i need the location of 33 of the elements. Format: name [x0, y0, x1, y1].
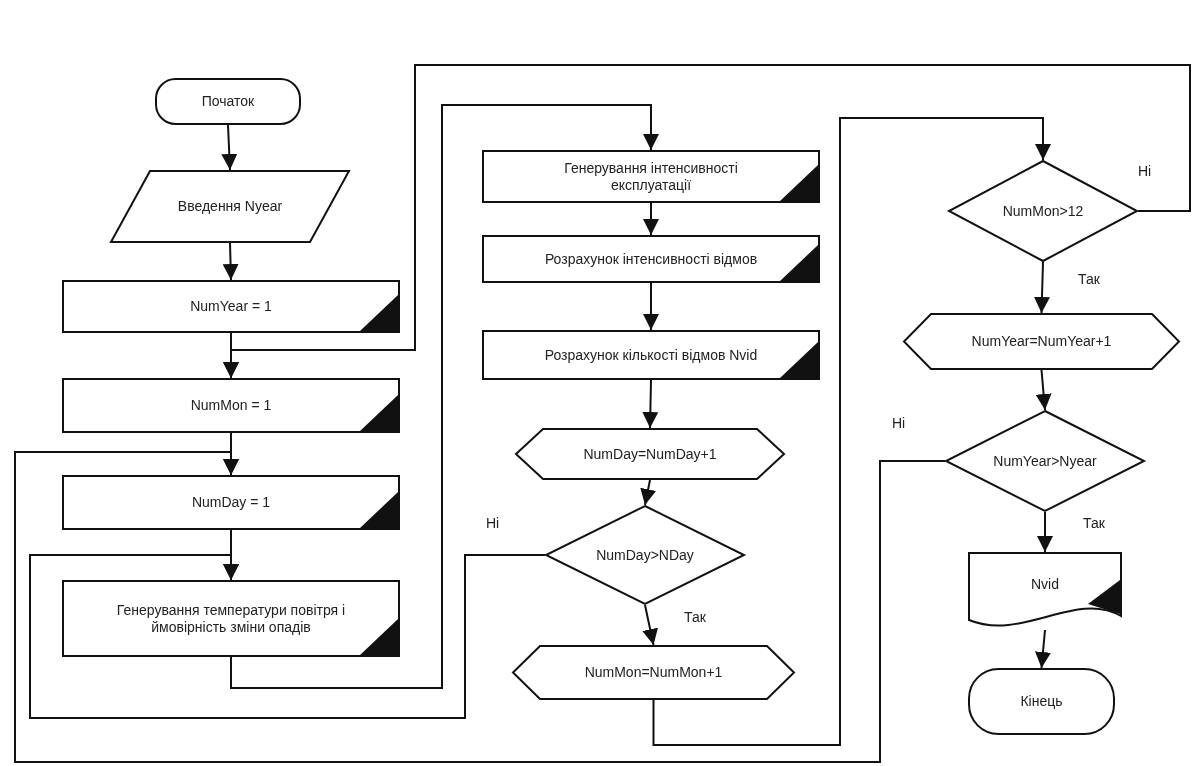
arrow [643, 282, 659, 331]
arrow [223, 64, 1191, 379]
process-box: Розрахунок інтенсивності відмов [482, 235, 820, 283]
process-box: Розрахунок кількості відмов Nvid [482, 330, 820, 380]
process-box: Генерування температури повітря і ймовірність зміни опадів [62, 580, 400, 657]
process-box: Генерування інтенсивності експлуатації [482, 150, 820, 203]
document-shape: Nvid [968, 552, 1122, 630]
arrow [642, 604, 658, 646]
loop-hexagon: NumMon=NumMon+1 [512, 645, 795, 700]
arrow [221, 124, 238, 171]
decision-diamond: NumDay>NDay [545, 505, 745, 605]
input-parallelogram: Введення Nyear [110, 170, 350, 243]
process-box: NumYear = 1 [62, 280, 400, 333]
arrow [642, 379, 659, 429]
loop-hexagon: NumYear=NumYear+1 [903, 313, 1180, 370]
decision-diamond: NumMon>12 [948, 160, 1138, 262]
arrow [29, 554, 546, 719]
arrow [1035, 629, 1051, 669]
loop-hexagon: NumDay=NumDay+1 [515, 428, 785, 480]
process-box: NumDay = 1 [62, 475, 400, 530]
terminal-box: Кінець [968, 668, 1115, 735]
arrow [640, 479, 656, 506]
arrow [652, 117, 1051, 746]
arrow [230, 104, 659, 689]
arrow [1037, 511, 1053, 553]
decision-diamond: NumYear>Nyear [945, 410, 1145, 512]
arrow [1033, 261, 1050, 314]
arrow [643, 202, 659, 236]
terminal-box: Початок [155, 78, 301, 125]
process-box: NumMon = 1 [62, 378, 400, 433]
arrow [14, 451, 946, 763]
arrow [222, 242, 239, 281]
arrow [1035, 369, 1052, 411]
